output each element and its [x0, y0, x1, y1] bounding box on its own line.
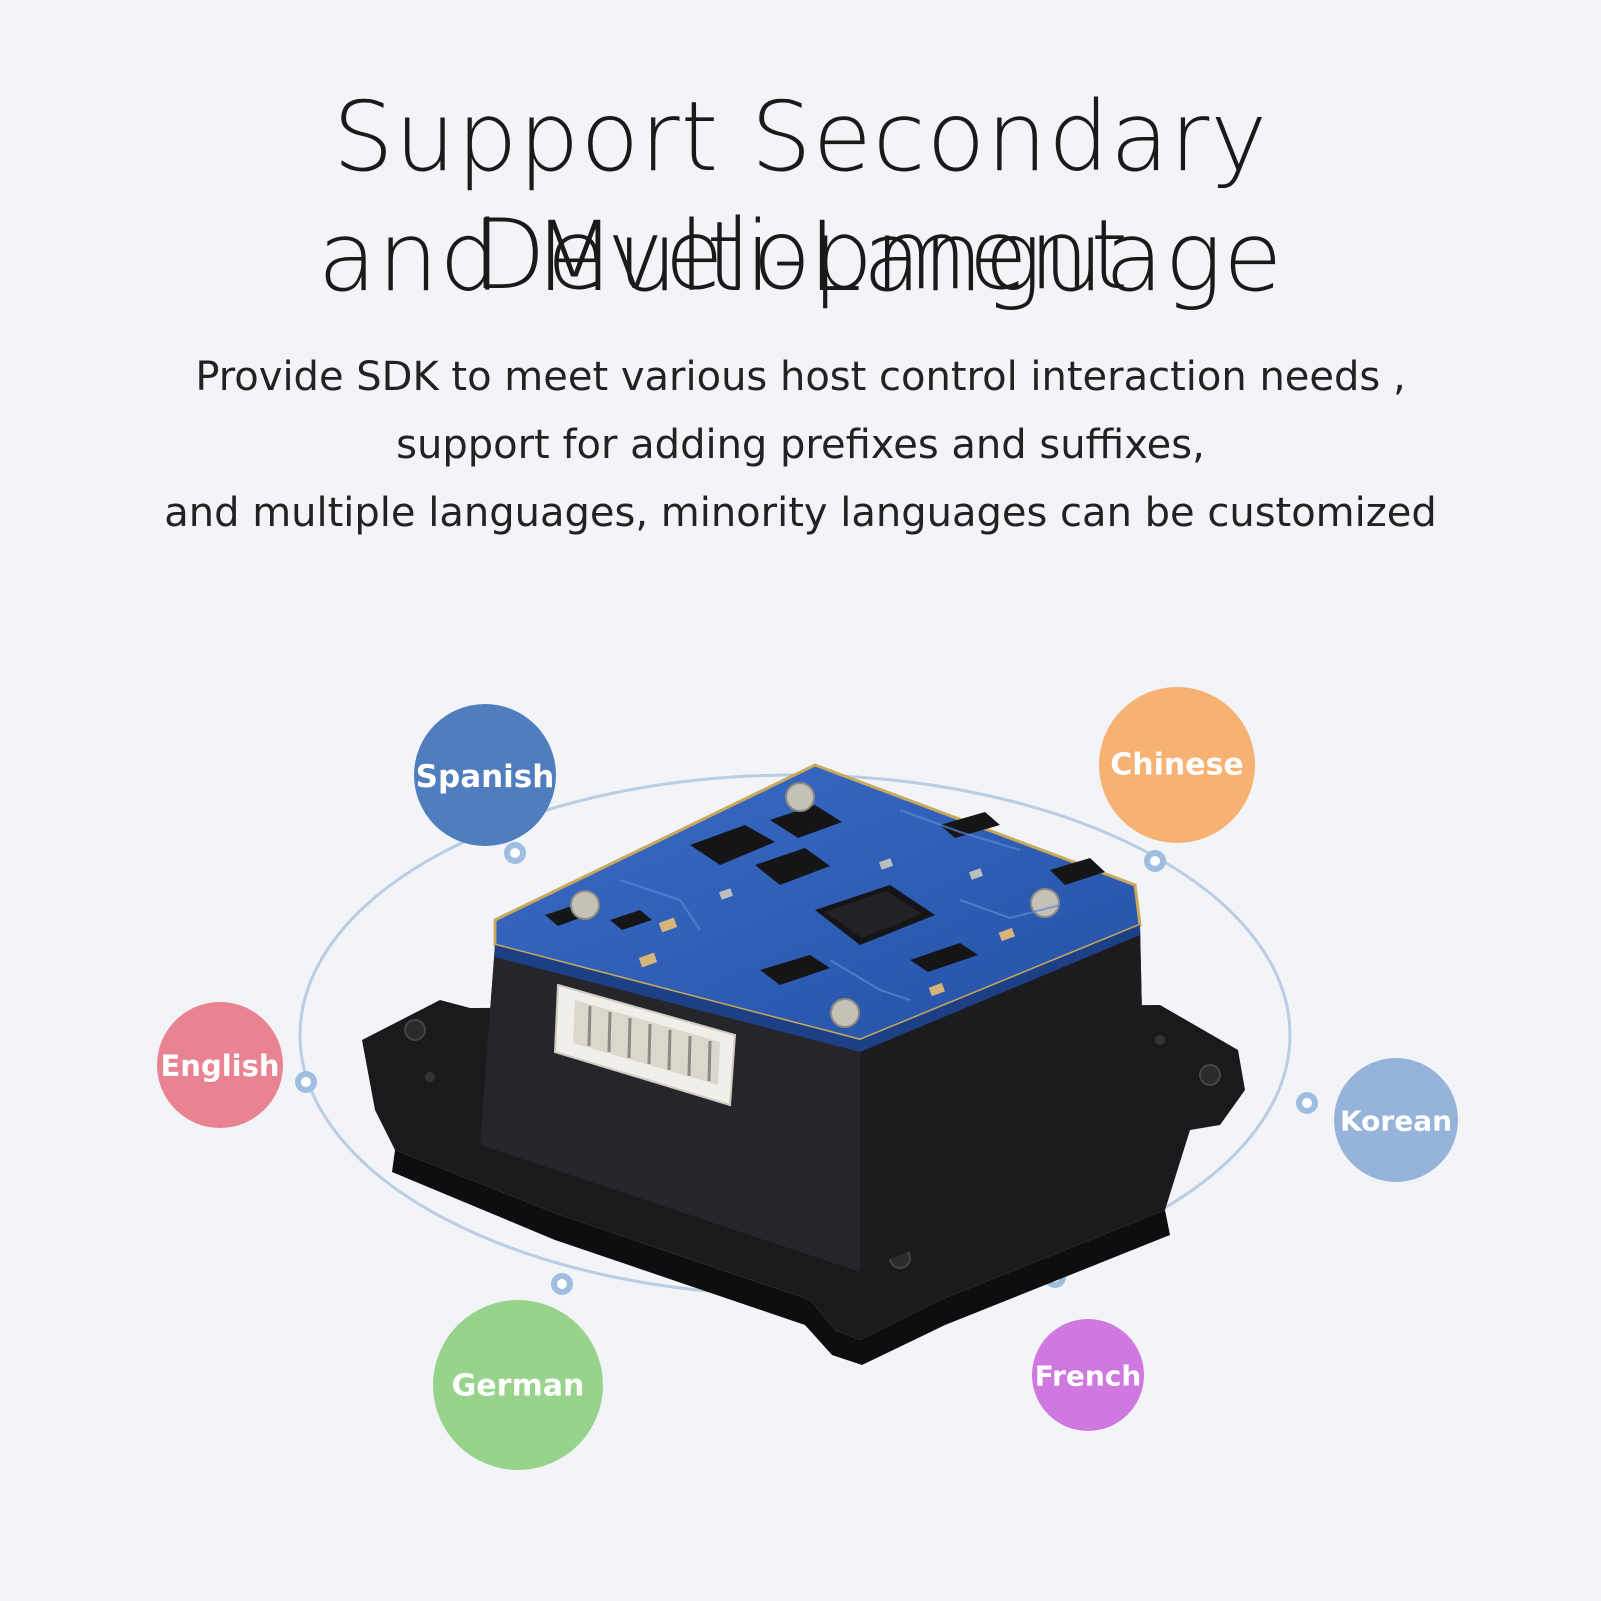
orbit-dot: [504, 842, 526, 864]
bubble-circle: [1032, 1319, 1144, 1431]
bubble-circle: [1099, 687, 1255, 843]
language-bubble-french: French: [1032, 1319, 1144, 1431]
orbit-dot: [551, 1273, 573, 1295]
orbit-dot: [295, 1071, 317, 1093]
language-bubbles: Spanish Chinese English Korean German Fr…: [157, 687, 1458, 1470]
bubble-circle: [414, 704, 556, 846]
description-line-3: and multiple languages, minority languag…: [164, 490, 1437, 536]
orbit-dot: [1296, 1092, 1318, 1114]
language-bubble-german: German: [433, 1300, 603, 1470]
bubble-label: German: [452, 1369, 585, 1404]
language-bubble-spanish: Spanish: [414, 704, 556, 846]
scanner-module-image: [362, 763, 1245, 1365]
pcb-components: [638, 858, 1015, 997]
headline-line-2: and Multi-Language: [317, 201, 1284, 313]
bubble-label: Chinese: [1110, 748, 1244, 783]
bubble-label: Korean: [1340, 1105, 1452, 1138]
bubble-label: Spanish: [416, 759, 555, 795]
language-bubble-english: English: [157, 1002, 283, 1128]
connector: [553, 983, 737, 1107]
language-bubble-korean: Korean: [1334, 1058, 1458, 1182]
headline-line-1: Support Secondary Development: [332, 81, 1269, 311]
bubble-label: English: [160, 1049, 279, 1083]
description-line-1: Provide SDK to meet various host control…: [195, 354, 1406, 400]
bubble-circle: [433, 1300, 603, 1470]
description-line-2: support for adding prefixes and suffixes…: [396, 422, 1205, 468]
pcb-screws: [570, 782, 1060, 1028]
pcb-chips: [545, 805, 1105, 985]
bubble-label: French: [1035, 1360, 1142, 1393]
orbit-dot: [1144, 850, 1166, 872]
bubble-circle: [1334, 1058, 1458, 1182]
language-bubble-chinese: Chinese: [1099, 687, 1255, 843]
bubble-circle: [157, 1002, 283, 1128]
